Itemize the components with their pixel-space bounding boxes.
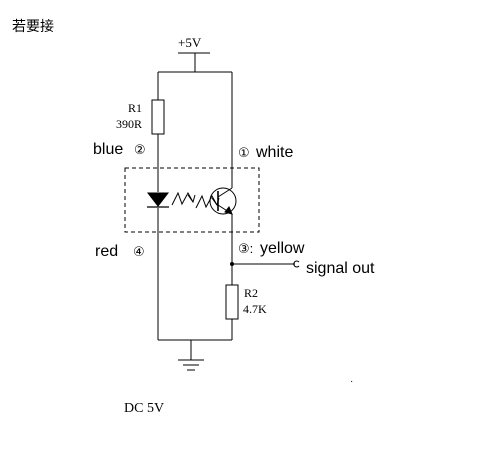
pin-yellow-number: ③: — [238, 241, 253, 256]
resistor-r1-body — [151, 99, 165, 135]
pin-red-label: red — [95, 243, 118, 260]
pin-blue-number: ② — [134, 142, 146, 157]
resistor-r2-name: R2 — [244, 286, 258, 300]
supply-terminal — [178, 52, 210, 72]
pin-yellow-label: yellow — [260, 240, 305, 257]
resistor-r1-name: R1 — [128, 101, 142, 115]
bottom-rail-wire — [158, 339, 232, 360]
stray-mark: · — [350, 376, 353, 387]
resistor-r2-value: 4.7K — [243, 302, 267, 316]
signal-out-label: signal out — [306, 260, 375, 277]
phototransistor-symbol — [209, 187, 237, 215]
header-note: 若要接 — [12, 18, 54, 34]
led-symbol — [146, 192, 170, 208]
ground-icon — [178, 359, 204, 371]
pin-red-number: ④ — [133, 244, 145, 259]
optocoupler-package-outline — [124, 167, 260, 233]
signal-out-terminal — [293, 260, 300, 268]
supply-label: +5V — [178, 35, 202, 50]
resistor-r1-value: 390R — [116, 117, 142, 131]
pin-blue-label: blue — [93, 141, 123, 158]
light-arrows-icon — [171, 191, 220, 209]
resistor-r2-body — [225, 284, 239, 320]
footer-caption: DC 5V — [124, 401, 164, 416]
pin-white-label: white — [255, 144, 293, 161]
pin-white-number: ① — [238, 145, 250, 160]
